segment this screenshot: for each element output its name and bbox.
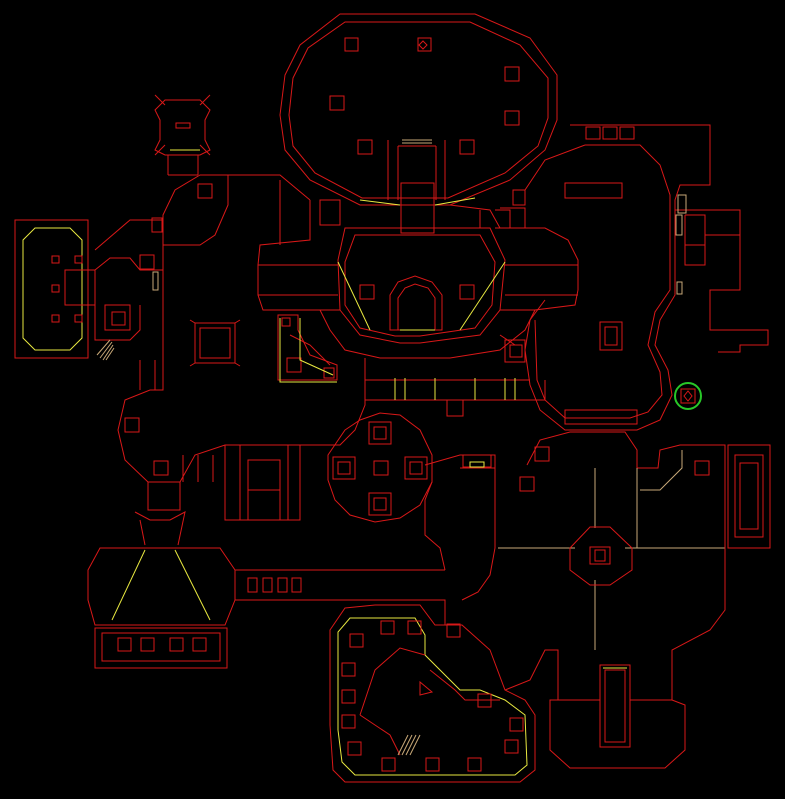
west-lower-rooms: [124, 417, 301, 546]
central-hub-yellow-lines: [337, 261, 516, 400]
west-main-room-steps: [170, 149, 337, 383]
east-upper-room-trim: [675, 194, 687, 295]
central-round-room: [327, 412, 433, 523]
east-middle-room-lines: [469, 450, 725, 650]
north-arena-steps: [402, 40, 432, 144]
central-hub: [257, 199, 579, 417]
south-central-room: [329, 604, 536, 783]
west-main-room: [117, 174, 366, 483]
northwest-cross-room: [154, 94, 211, 176]
west-annex-stairs: [96, 271, 159, 361]
west-annex: [14, 217, 164, 390]
east-octagon-room: [569, 526, 633, 586]
player-marker-icon: [674, 382, 702, 410]
east-upper-room: [500, 124, 769, 431]
southwest-room: [87, 547, 446, 669]
southeast-room: [504, 545, 726, 769]
south-central-room-stairs: [397, 734, 421, 756]
southwest-room-yellow: [111, 549, 211, 621]
east-middle-rooms: [424, 431, 771, 601]
north-arena-lights: [359, 197, 476, 206]
